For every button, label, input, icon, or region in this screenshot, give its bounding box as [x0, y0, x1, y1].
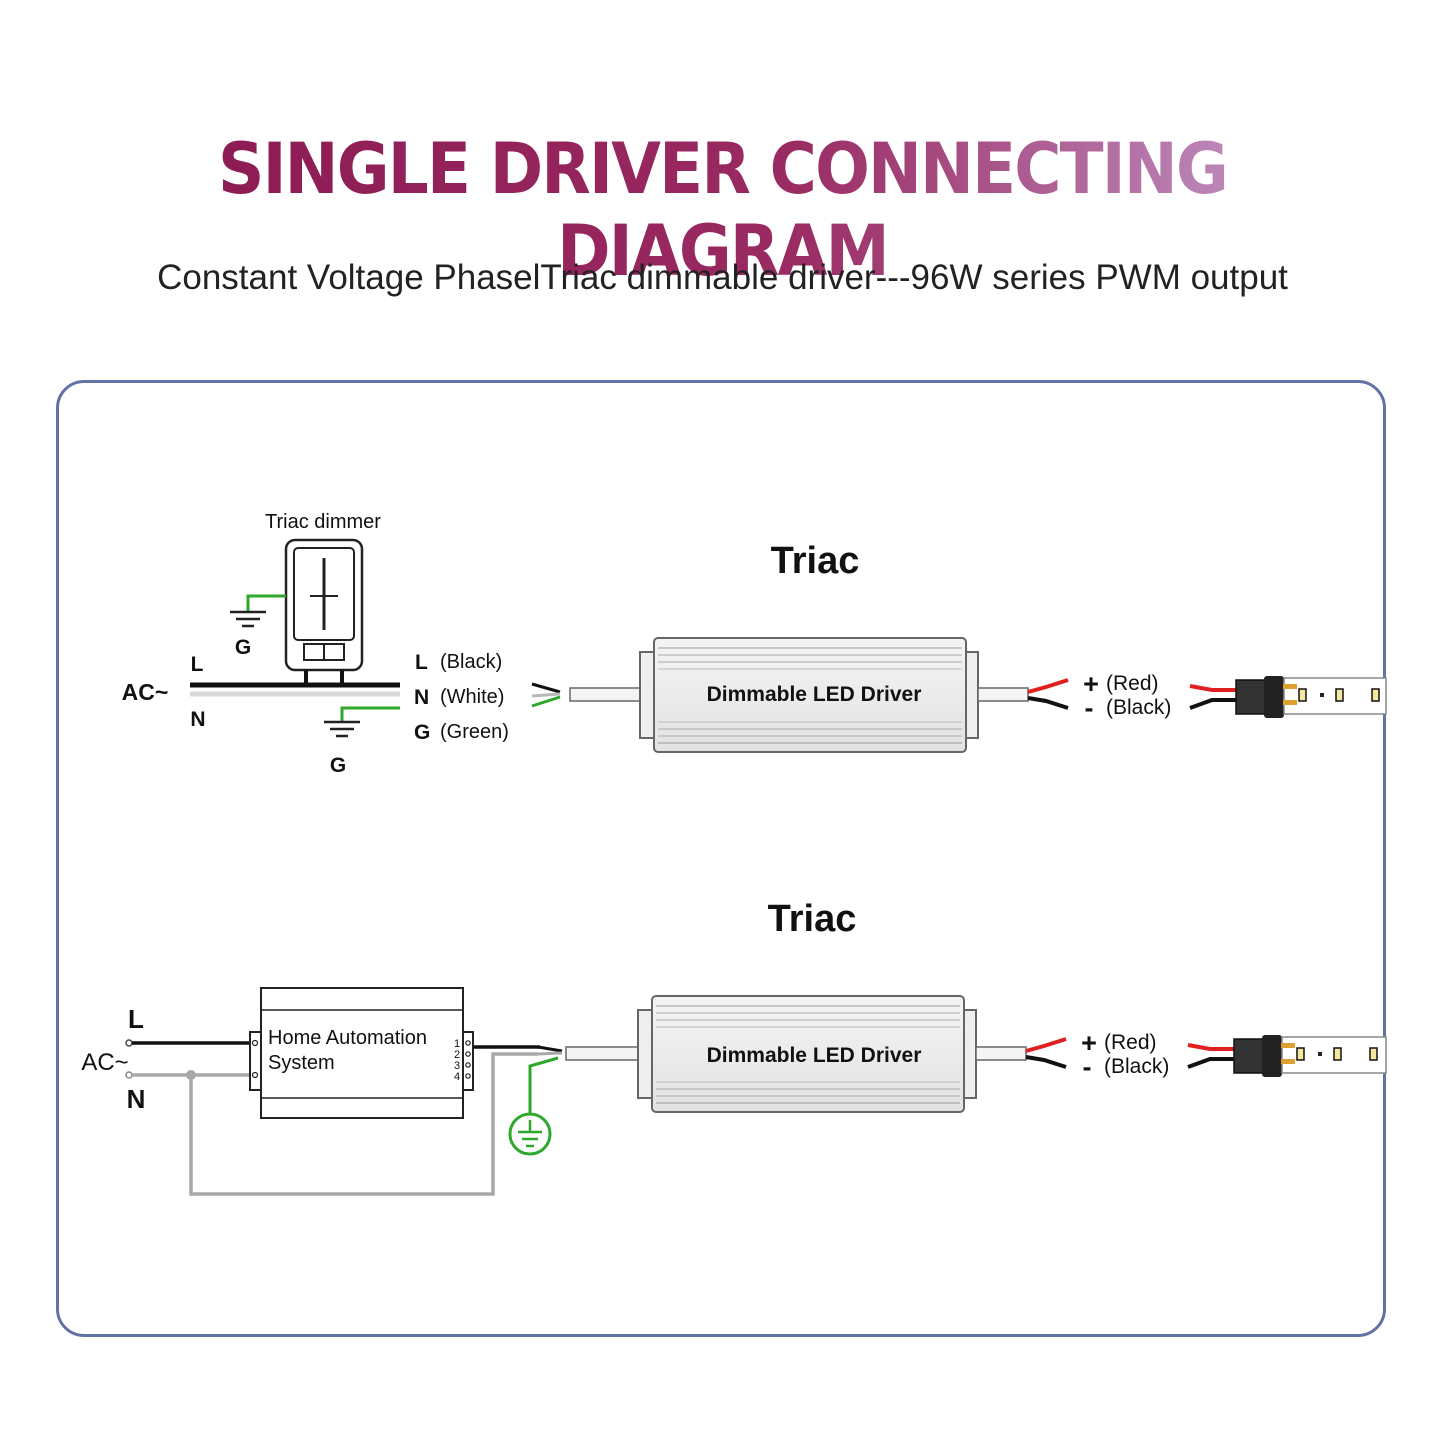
out-minus-2: - [1083, 1052, 1092, 1082]
ac-line-label: L [191, 653, 204, 676]
dimmer-ground-label: G [235, 636, 251, 659]
input-ground-icon [324, 720, 360, 738]
out-plus-color-2: (Red) [1104, 1031, 1157, 1054]
ac2-neutral-label: N [127, 1084, 146, 1114]
out-plus-2: + [1081, 1028, 1097, 1058]
led-driver-1 [639, 637, 979, 753]
out-l-color: (Black) [440, 651, 502, 673]
driver-2-output-cable [975, 1037, 1067, 1069]
page-title: SINGLE DRIVER CONNECTING DIAGRAM [58, 128, 1387, 292]
automation-pin-2: 2 [454, 1049, 460, 1061]
led-driver-2-label: Dimmable LED Driver [707, 1044, 922, 1067]
out-minus-1: - [1085, 693, 1094, 723]
triac-dimmer-label: Triac dimmer [265, 511, 381, 533]
automation-label-line2: System [268, 1052, 335, 1074]
out-plus-color-1: (Red) [1106, 672, 1159, 695]
out-g-color: (Green) [440, 721, 509, 743]
out-minus-color-2: (Black) [1104, 1055, 1169, 1078]
out-plus-1: + [1083, 669, 1099, 699]
out-l-label: L [415, 651, 428, 674]
driver-1-output-cable [977, 678, 1069, 710]
automation-wires [125, 1039, 559, 1196]
automation-label-line1: Home Automation [268, 1027, 427, 1049]
input-ground-label: G [330, 754, 346, 777]
automation-pin-4: 4 [454, 1071, 460, 1083]
driver-1-input-cable [531, 682, 641, 708]
out-n-label: N [414, 686, 429, 709]
page-subtitle: Constant Voltage PhaselTriac dimmable dr… [157, 258, 1288, 297]
diagram-2: Triac L AC~ N Home [81, 898, 1387, 1196]
ac-neutral-label: N [190, 708, 205, 731]
out-minus-color-1: (Black) [1106, 696, 1171, 719]
dimmer-ground-icon [230, 594, 286, 628]
ac2-line-label: L [128, 1004, 144, 1034]
diagram-frame [56, 380, 1386, 1337]
diagram-1: Triac Triac dimmer G AC~ L N [122, 511, 1387, 777]
out-g-label: G [414, 721, 430, 744]
out-n-color: (White) [440, 686, 504, 708]
automation-pin-3: 3 [454, 1060, 460, 1072]
ac2-input-label: AC~ [81, 1049, 128, 1076]
earth-ground-icon [508, 1112, 552, 1156]
led-strip-1 [1189, 676, 1387, 718]
ac-input-label: AC~ [122, 679, 169, 705]
input-wires [190, 670, 400, 722]
triac-dimmer [284, 538, 364, 672]
led-driver-1-label: Dimmable LED Driver [707, 683, 922, 706]
led-driver-2 [637, 995, 977, 1113]
led-strip-2 [1187, 1035, 1387, 1077]
diagram-2-heading: Triac [768, 898, 857, 940]
home-automation-system [249, 987, 474, 1119]
diagram-1-heading: Triac [771, 540, 860, 582]
automation-pin-1: 1 [454, 1038, 460, 1050]
driver-2-input-cable [537, 1045, 639, 1061]
